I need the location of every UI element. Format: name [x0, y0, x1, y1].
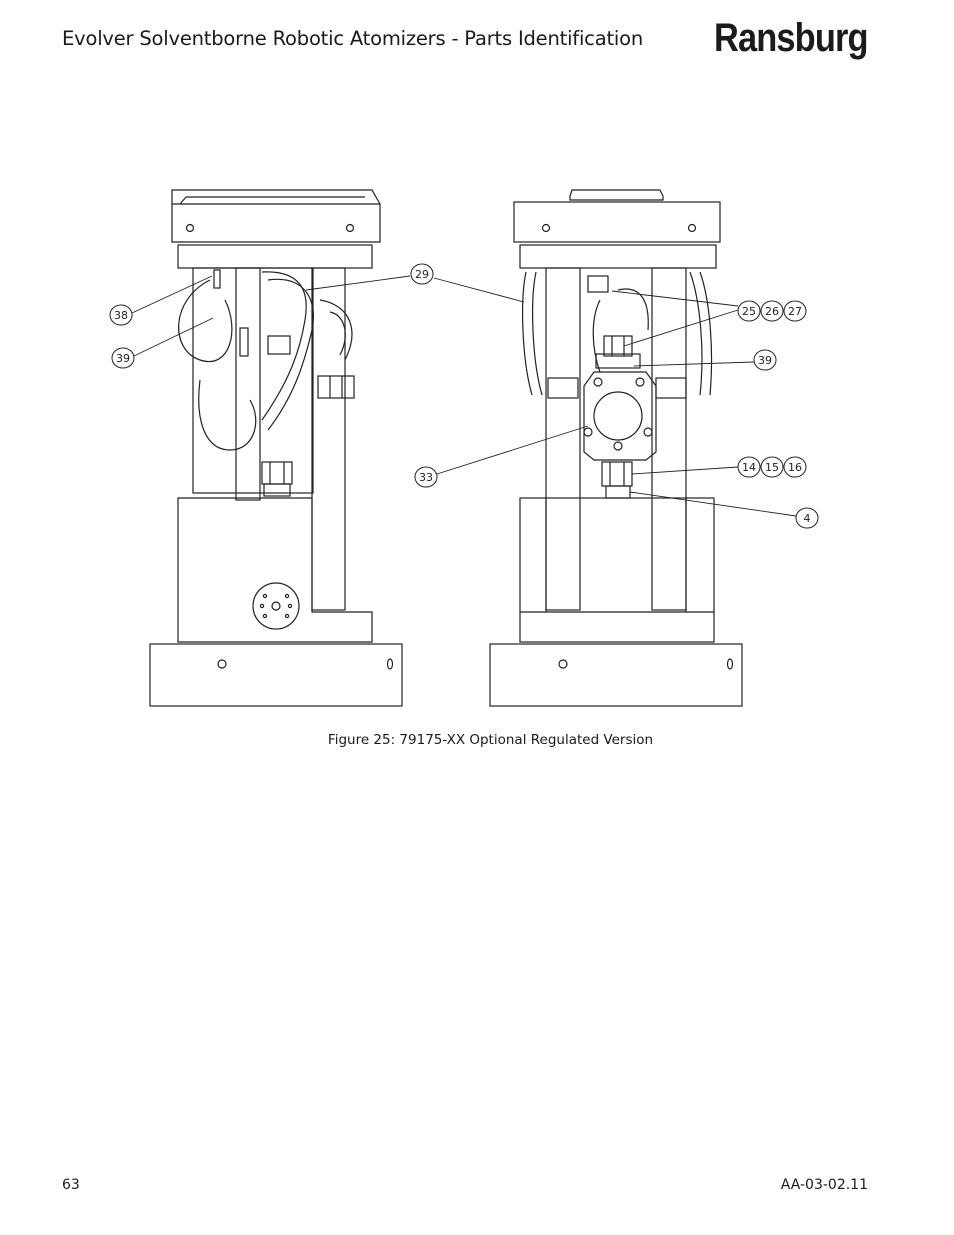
callout-27: 27: [788, 305, 802, 318]
figure-caption: Figure 25: 79175-XX Optional Regulated V…: [0, 732, 954, 748]
figure-caption-text: Figure 25: 79175-XX Optional Regulated V…: [327, 732, 654, 748]
document-code: AA-03-02.11: [780, 1177, 868, 1193]
callout-26: 26: [765, 305, 779, 318]
callout-25: 25: [742, 305, 756, 318]
page-title: Evolver Solventborne Robotic Atomizers -…: [62, 27, 643, 50]
callout-39-left: 39: [116, 352, 130, 365]
callout-16: 16: [788, 461, 802, 474]
page-number: 63: [62, 1177, 80, 1193]
leader-lines: [131, 275, 797, 517]
callout-15: 15: [765, 461, 779, 474]
callout-4: 4: [804, 512, 811, 525]
callout-14: 14: [742, 461, 756, 474]
callout-39-right: 39: [758, 354, 772, 367]
callout-29: 29: [415, 268, 429, 281]
parts-drawing: 29 38 39 25 26 27 39 33 14 15 16 4: [109, 189, 819, 707]
callout-bubbles: [109, 263, 819, 529]
right-view: [489, 189, 743, 707]
callout-33: 33: [419, 471, 433, 484]
callout-38: 38: [114, 309, 128, 322]
left-view: [149, 189, 403, 707]
brand-logo: Ransburg: [714, 16, 869, 60]
